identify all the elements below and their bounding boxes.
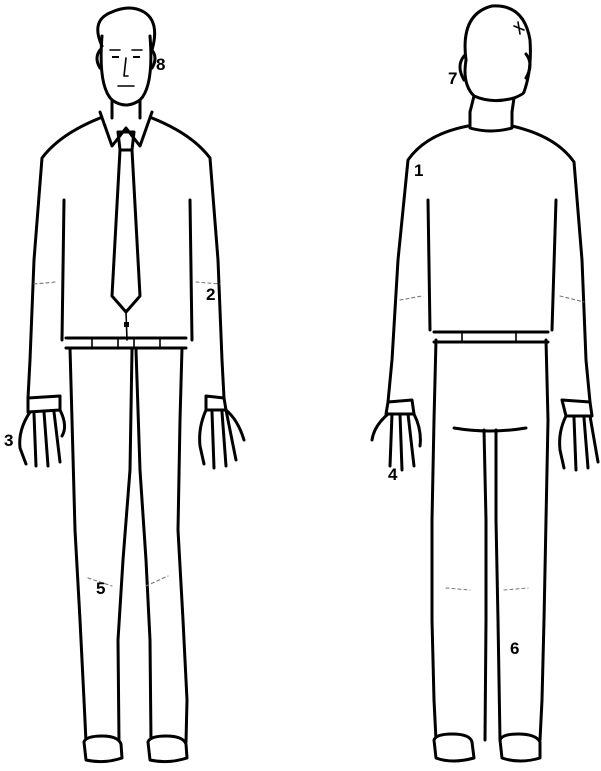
label-5: 5 [96, 579, 105, 598]
label-2: 2 [206, 285, 215, 304]
label-3: 3 [4, 431, 13, 450]
label-4: 4 [388, 465, 398, 484]
label-1: 1 [414, 161, 423, 180]
label-6: 6 [510, 639, 519, 658]
label-8: 8 [156, 55, 165, 74]
label-markers: 8 2 3 5 7 1 4 6 [4, 55, 519, 658]
label-7: 7 [448, 69, 457, 88]
front-view-figure [20, 8, 244, 762]
back-view-figure [372, 6, 598, 761]
